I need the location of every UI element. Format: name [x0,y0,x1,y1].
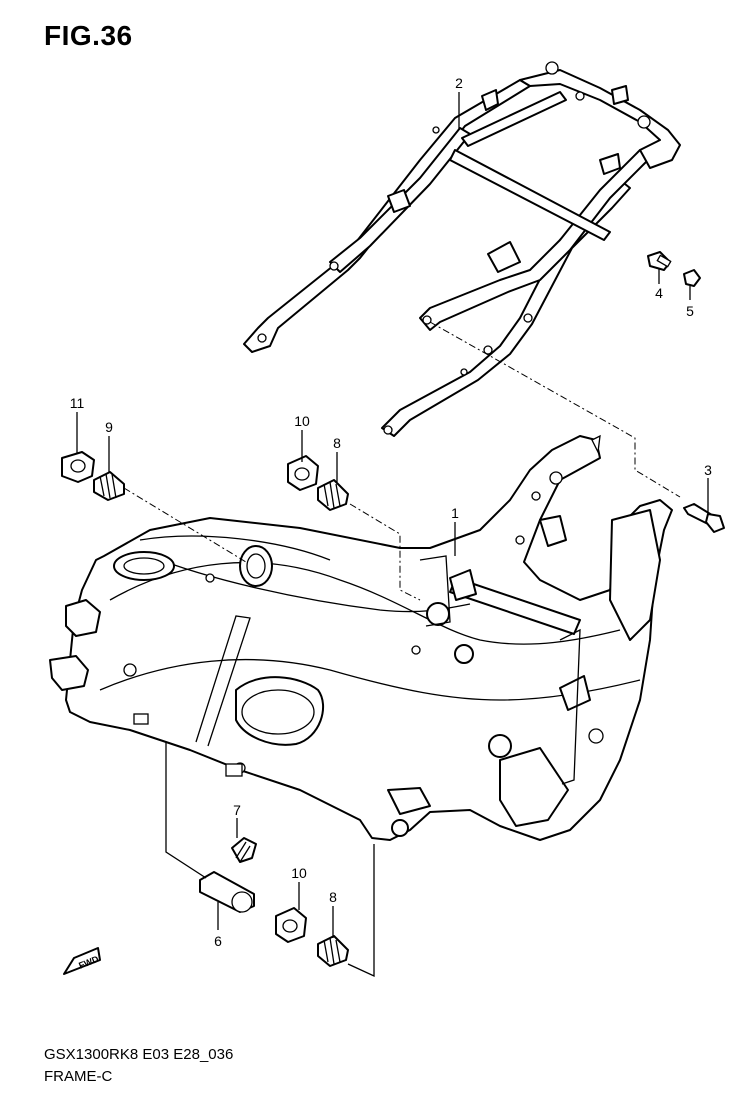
callout-10-lower: 10 [291,865,307,881]
model-code: GSX1300RK8 E03 E28_036 [44,1046,234,1063]
callout-labels: 1 2 3 4 5 6 7 8 8 9 10 10 11 [70,75,712,949]
nut-5-drawing [683,269,701,287]
callout-5: 5 [686,303,694,319]
main-frame-drawing [49,434,673,841]
collar-6-drawing [199,871,255,913]
callout-6: 6 [214,933,222,949]
callout-4: 4 [655,285,663,301]
callout-11: 11 [70,395,85,411]
bolt-7-drawing [231,837,257,863]
lock-nut-11-drawing [61,451,95,483]
bolt-3-drawing [683,503,725,533]
adjuster-9-drawing [93,471,125,501]
callout-2: 2 [455,75,463,91]
lock-nut-10-lower-drawing [275,907,307,943]
bolt-4-drawing [647,251,672,271]
callout-8-upper: 8 [333,435,341,451]
adjuster-8-lower-drawing [317,935,349,967]
lock-nut-10-upper-drawing [287,455,319,491]
fwd-arrow-icon: FWD [63,947,101,975]
callout-3: 3 [704,462,712,478]
callout-9: 9 [105,419,113,435]
seat-rail-drawing [243,61,681,437]
callout-8-lower: 8 [329,889,337,905]
figure-title: FIG.36 [44,20,133,51]
callout-1: 1 [451,505,459,521]
callout-10-upper: 10 [294,413,310,429]
adjuster-8-upper-drawing [317,479,349,511]
section-name: FRAME-C [44,1068,113,1085]
callout-7: 7 [233,802,241,818]
